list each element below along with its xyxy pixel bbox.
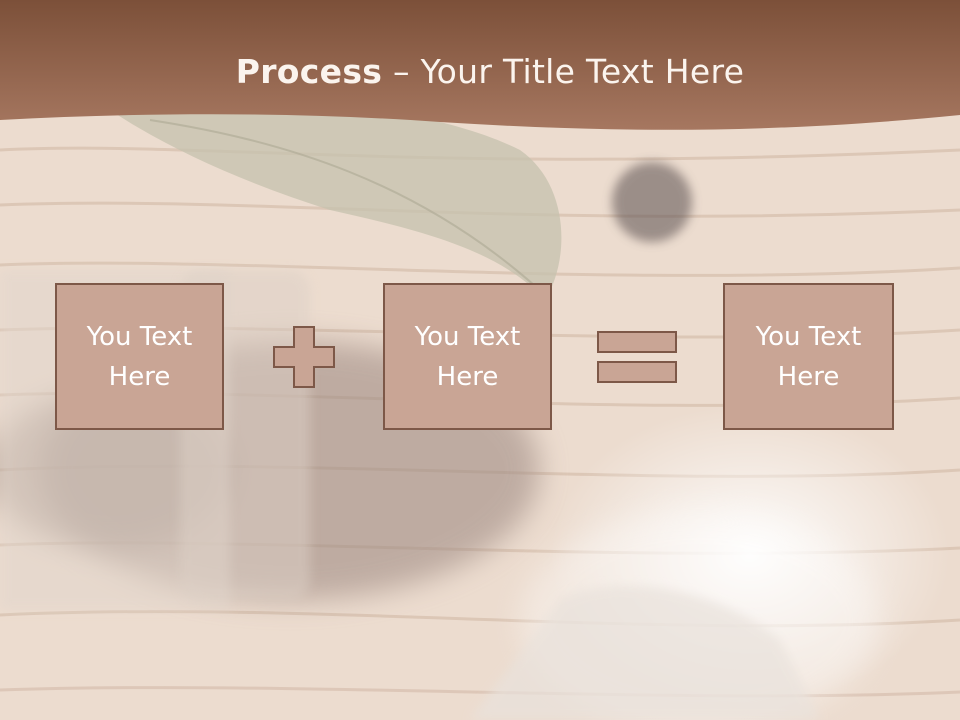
- title-bold: Process: [235, 52, 383, 91]
- process-box-1-text: You Text Here: [86, 321, 193, 392]
- process-box-3[interactable]: You Text Here: [723, 283, 894, 430]
- title-rest: – Your Title Text Here: [382, 52, 745, 91]
- plus-icon[interactable]: [273, 326, 335, 388]
- process-box-2[interactable]: You Text Here: [383, 283, 552, 430]
- slide-title[interactable]: Process – Your Title Text Here: [0, 52, 960, 91]
- process-box-3-text: You Text Here: [755, 321, 862, 392]
- equals-icon[interactable]: [597, 331, 677, 385]
- title-bar: [0, 0, 960, 130]
- process-box-1[interactable]: You Text Here: [55, 283, 224, 430]
- process-box-2-text: You Text Here: [414, 321, 521, 392]
